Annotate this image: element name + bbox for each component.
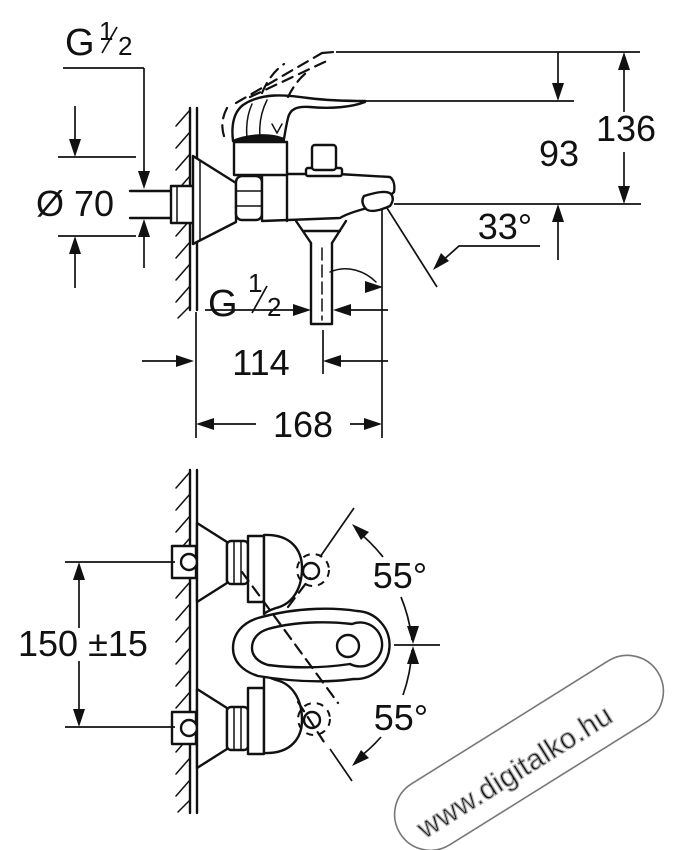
watermark-capsule — [393, 654, 665, 850]
dim-thread-top: G 1 2 — [63, 16, 150, 189]
dim-114: 114 — [142, 342, 388, 383]
thread-top-base-label: G — [65, 22, 95, 64]
thread-top-num-label: 1 — [99, 16, 113, 46]
wall-section-plan — [175, 468, 199, 815]
watermark-text: www.digitalko.hu — [411, 699, 619, 845]
thread-shower-den-label: 2 — [267, 292, 281, 322]
lever-handle-side — [231, 94, 367, 143]
dim-168: 168 — [196, 404, 382, 445]
spout-aerator — [361, 190, 394, 213]
side-view: G 1 2 Ø 70 93 136 — [36, 16, 656, 445]
escutcheon-diameter-label: Ø 70 — [36, 183, 114, 224]
thread-top-den-label: 2 — [118, 31, 132, 61]
wall-hatching-plan — [175, 471, 191, 813]
lower-connection-plan — [170, 686, 266, 770]
diverter-knob — [304, 143, 344, 178]
lever-rotation-dashed — [240, 553, 340, 744]
upper-connection-plan — [170, 521, 266, 604]
dim-thread-shower: G 1 2 — [205, 268, 388, 325]
dim-swivel-down: 55° — [329, 646, 428, 782]
height-overall-label: 136 — [596, 108, 656, 149]
wall-to-outlet-label: 114 — [232, 342, 289, 383]
cartridge-housing — [232, 140, 289, 177]
shower-outlet-side — [294, 219, 348, 326]
wall-to-spout-tip-label: 168 — [273, 404, 333, 445]
handle-raised-dashed — [221, 50, 336, 143]
thread-shower-base-label: G — [208, 283, 238, 325]
watermark: www.digitalko.hu — [393, 654, 665, 850]
cartridge-band — [237, 135, 285, 143]
dim-escutcheon-diameter: Ø 70 — [36, 106, 150, 288]
thread-shower-num-label: 1 — [248, 268, 262, 298]
swivel-up-label: 55° — [373, 555, 427, 596]
plan-view: 55° 55° 150 ±15 — [18, 468, 440, 815]
escutcheon-side — [191, 154, 238, 246]
lever-plan — [231, 607, 391, 683]
height-to-handle-label: 93 — [539, 133, 579, 174]
dim-swivel-up: 55° — [319, 507, 427, 644]
body-upper-plan — [262, 533, 304, 616]
supply-pipe-side — [128, 184, 198, 225]
dim-connection-spacing: 150 ±15 — [18, 561, 175, 728]
dim-spout-angle: 33° — [386, 206, 540, 288]
spout-angle-label: 33° — [478, 206, 532, 247]
body-lower-plan — [262, 672, 304, 755]
lever-knob-plan — [335, 633, 361, 659]
dim-depths: G 1 2 114 168 — [142, 210, 388, 445]
swivel-down-label: 55° — [374, 697, 428, 738]
dim-heights: 93 136 — [336, 51, 656, 260]
connection-spacing-label: 150 ±15 — [18, 623, 148, 664]
swivel-nut-side — [234, 174, 264, 222]
